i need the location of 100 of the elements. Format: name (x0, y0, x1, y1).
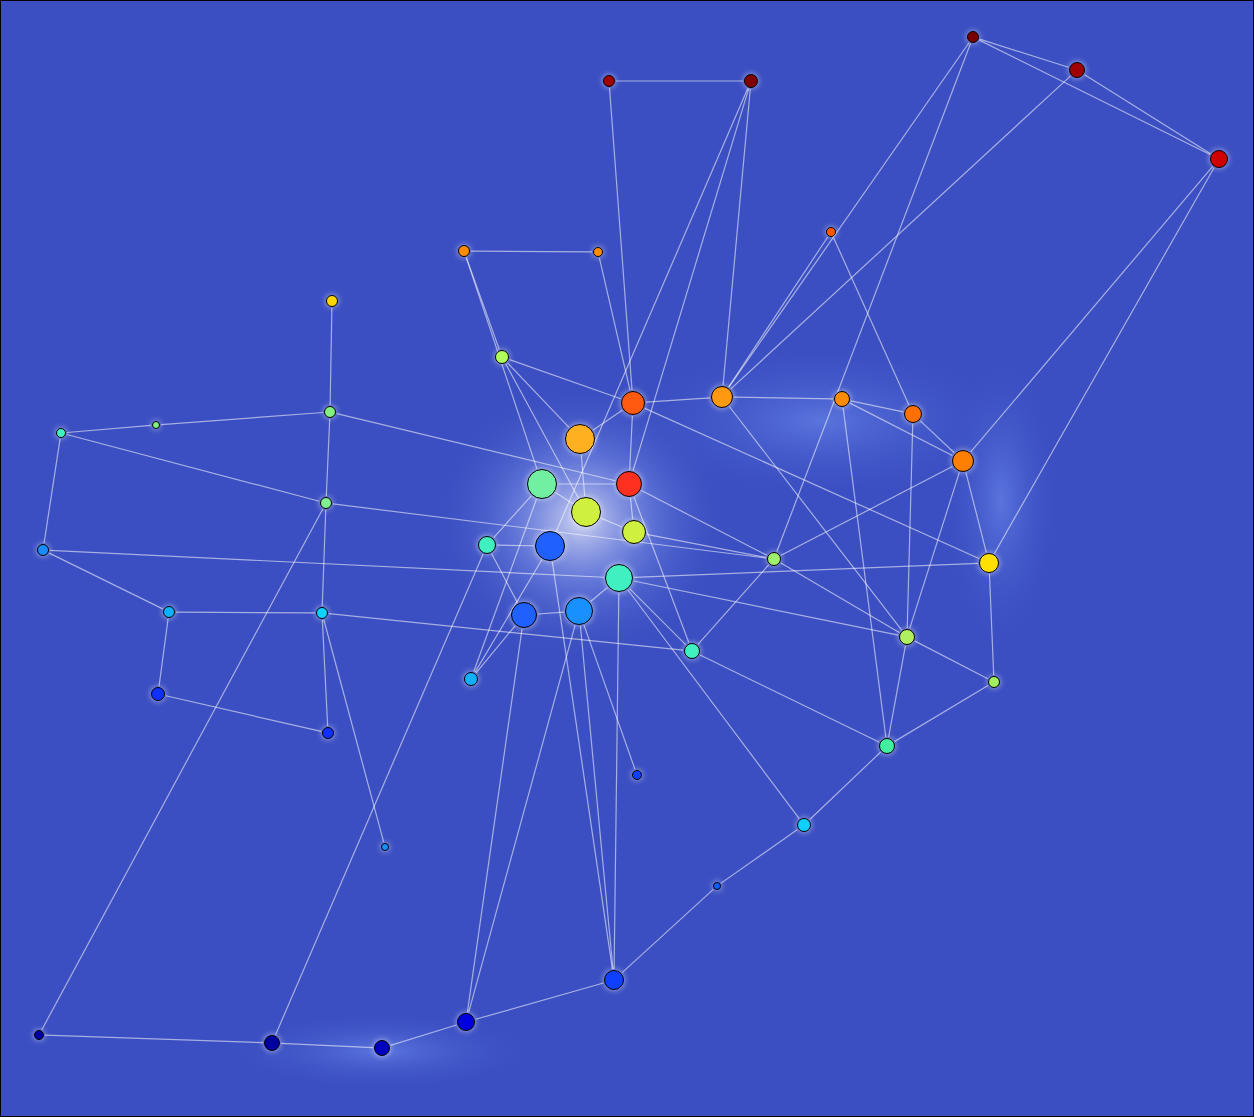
connection-line (43, 438, 61, 544)
connection-line (66, 433, 320, 502)
connection-line (633, 580, 899, 636)
connection-line (160, 411, 324, 426)
network-node (988, 676, 1000, 688)
connection-line (993, 167, 1215, 555)
connection-line (158, 618, 169, 687)
connection-line (274, 553, 484, 1036)
network-node (797, 818, 811, 832)
connection-line (468, 624, 576, 1013)
network-node (603, 75, 615, 87)
connection-line (914, 640, 989, 680)
connection-line (1084, 74, 1212, 155)
connection-line (728, 236, 829, 388)
connection-line (505, 363, 579, 499)
connection-line (580, 454, 586, 497)
connection-line (390, 1024, 458, 1046)
connection-line (583, 624, 636, 770)
network-node (744, 74, 758, 88)
network-node (464, 672, 478, 686)
connection-line (321, 619, 329, 727)
connection-line (613, 592, 620, 970)
connection-line (608, 87, 633, 391)
network-node (34, 1030, 44, 1040)
network-node (163, 606, 175, 618)
connection-line (332, 503, 767, 559)
connection-line (809, 751, 882, 821)
network-node (151, 687, 165, 701)
network-node (604, 970, 624, 990)
connection-line (615, 80, 744, 82)
connection-line (978, 39, 1211, 156)
connection-line (551, 561, 613, 970)
connection-line (589, 586, 609, 603)
connection-line (722, 88, 751, 386)
connection-line (906, 423, 914, 629)
connection-line (730, 75, 1071, 390)
connection-line (633, 496, 690, 644)
network-node (381, 843, 389, 851)
network-node (326, 295, 338, 307)
connection-line (644, 407, 980, 560)
connection-line (621, 888, 714, 974)
network-node (767, 552, 781, 566)
connection-line (646, 533, 767, 559)
network-node (56, 428, 66, 438)
connection-line (475, 982, 604, 1020)
network-node (457, 1013, 475, 1031)
connection-line (919, 420, 955, 454)
network-node (1069, 62, 1085, 78)
connection-line (632, 88, 750, 472)
connection-line (465, 257, 538, 470)
connection-line (557, 483, 616, 485)
network-node (152, 421, 160, 429)
connection-line (44, 1034, 264, 1044)
connection-line (965, 472, 987, 553)
connection-line (555, 87, 749, 532)
connection-line (175, 611, 316, 614)
connection-line (475, 625, 516, 674)
connection-line (697, 564, 770, 645)
network-node (1210, 150, 1228, 168)
connection-line (849, 402, 953, 457)
network-node (320, 497, 332, 509)
connection-line (629, 415, 633, 471)
connection-line (733, 396, 834, 400)
connection-line (640, 489, 768, 556)
connection-line (496, 544, 535, 547)
connection-line (323, 619, 385, 843)
connection-line (470, 250, 593, 253)
connection-line (329, 307, 333, 406)
connection-line (629, 497, 634, 520)
connection-line (48, 552, 164, 610)
network-node (684, 643, 700, 659)
connection-line (493, 495, 532, 539)
network-node (826, 227, 836, 237)
connection-line (328, 613, 684, 651)
connection-line (537, 611, 565, 615)
connection-line (780, 562, 900, 634)
network-node (316, 607, 328, 619)
network-node (324, 406, 336, 418)
network-node (495, 350, 509, 364)
connection-line (598, 257, 631, 391)
connection-line (720, 829, 799, 884)
connection-line (894, 685, 989, 742)
connection-line (780, 465, 953, 556)
connection-line (474, 559, 543, 673)
connection-line (491, 553, 519, 604)
connection-line (888, 645, 906, 738)
connection-line (49, 549, 605, 578)
network-node (632, 770, 642, 780)
connection-line (600, 517, 623, 528)
network-node (713, 882, 721, 890)
network-node (322, 727, 334, 739)
connection-line (325, 418, 331, 497)
connection-line (165, 695, 322, 733)
connection-line (466, 628, 523, 1013)
connection-line (832, 236, 910, 406)
connection-line (633, 562, 979, 578)
connection-line (627, 589, 800, 820)
connection-line (645, 397, 711, 403)
network-node (37, 544, 49, 556)
connection-line (699, 654, 880, 743)
